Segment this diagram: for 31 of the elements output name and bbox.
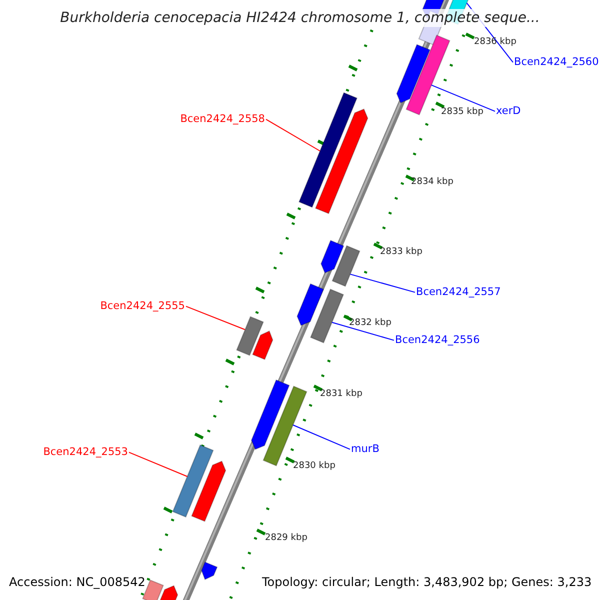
gene-block (172, 444, 214, 518)
scale-label: 2833 kbp (380, 248, 422, 257)
leader-line (186, 306, 246, 330)
gene-block (298, 92, 358, 208)
title: Burkholderia cenocepacia HI2424 chromosome 1, complete seque... (60, 9, 540, 27)
footer-text: Topology: circular; Length: 3,483,902 bp; Genes: 3,233 (262, 576, 592, 588)
leader-line (430, 84, 496, 112)
leader-line (292, 424, 350, 450)
gene-label: xerD (496, 106, 521, 116)
scale-label: 2831 kbp (320, 390, 362, 399)
scale-label: 2830 kbp (293, 462, 336, 471)
footer-text: Accession: NC_008542 (9, 576, 146, 588)
gene-block (310, 288, 344, 344)
scale-label: 2834 kbp (411, 178, 454, 187)
gene-block (236, 316, 264, 356)
gene-label: Bcen2424_2557 (416, 287, 501, 298)
gene-label: Bcen2424_2556 (395, 335, 480, 346)
gene-label: Bcen2424_2553 (43, 447, 128, 458)
gene-label: murB (351, 444, 380, 454)
scale-label: 2832 kbp (349, 319, 392, 328)
gene-block (332, 245, 360, 287)
scale-label: 2835 kbp (441, 108, 484, 117)
gene-label: Bcen2424_2558 (180, 114, 265, 124)
leader-line (266, 118, 320, 152)
leader-line (332, 322, 394, 341)
gene-label: Bcen2424_2555 (100, 301, 185, 312)
gene-label: Bcen2424_2560 (514, 57, 599, 68)
leader-line (350, 274, 416, 293)
scale-label: 2829 kbp (265, 534, 308, 543)
scale-label: 2836 kbp (474, 38, 516, 47)
leader-line (128, 452, 188, 477)
